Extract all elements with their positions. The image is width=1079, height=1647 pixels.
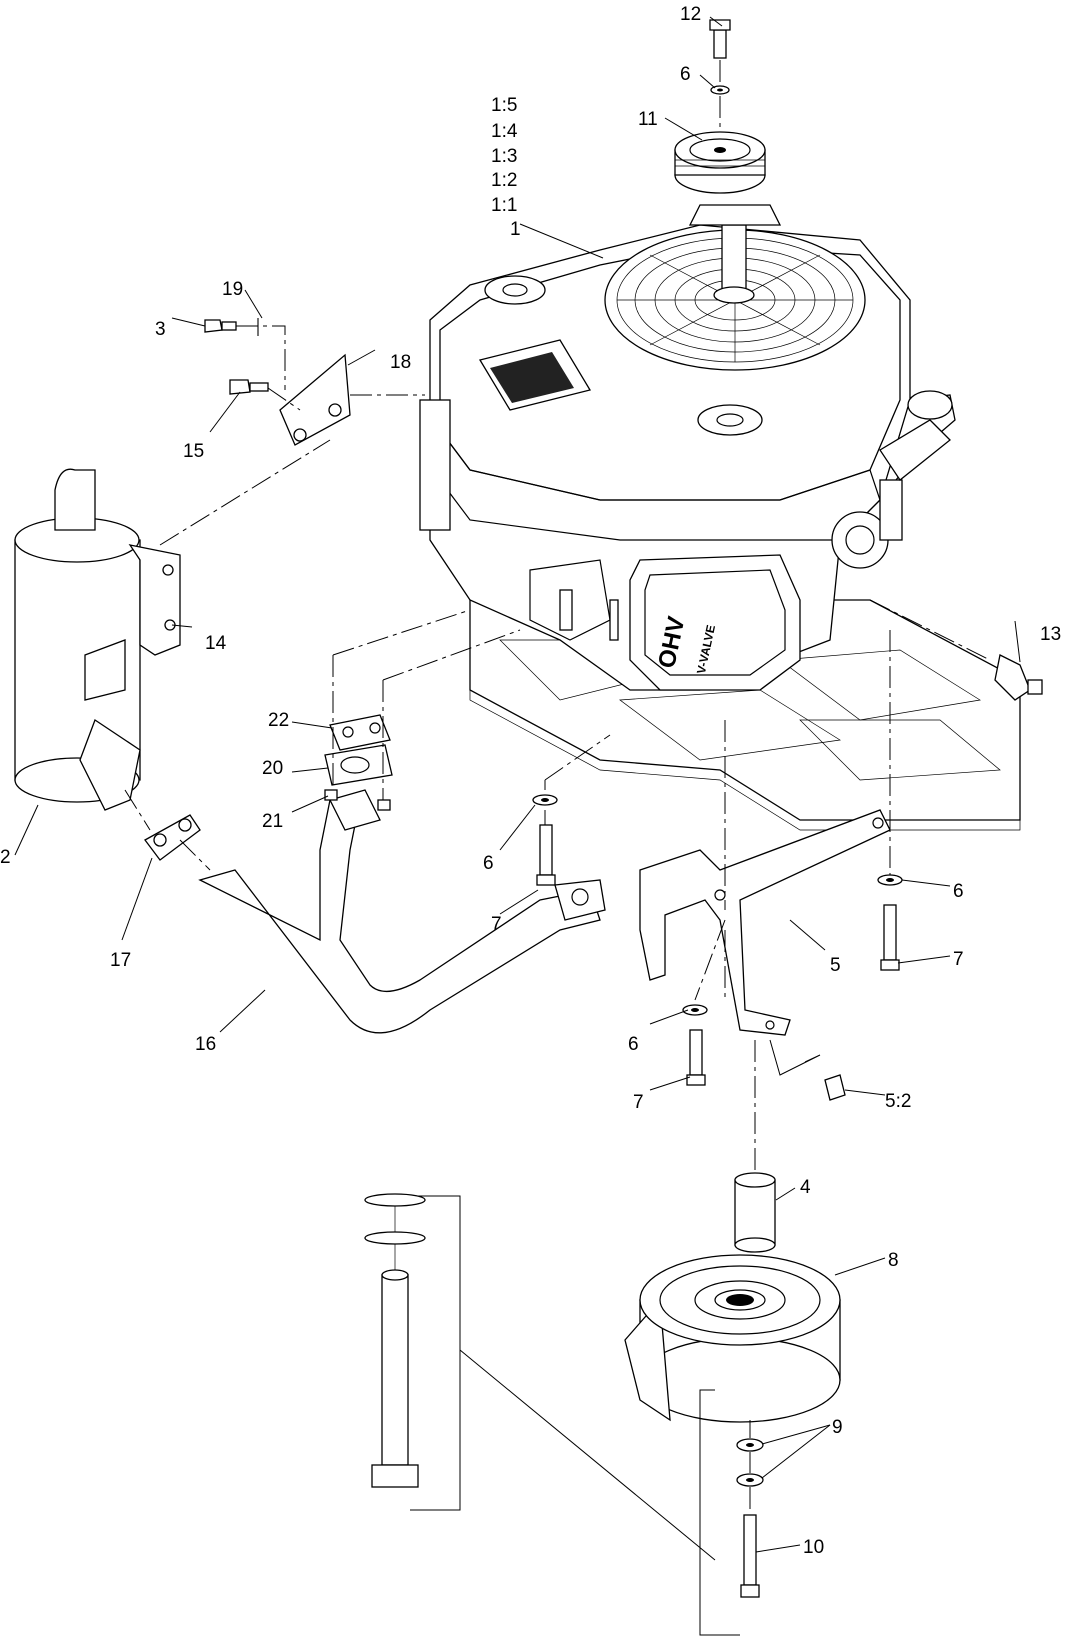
callout-1-3: 1:3 <box>491 146 517 167</box>
callout-16: 16 <box>195 1034 216 1055</box>
washer-9-b <box>736 1473 764 1487</box>
bracket-5 <box>639 809 891 1036</box>
nut-21 <box>324 789 391 811</box>
bolt-15 <box>229 379 269 395</box>
screw-12 <box>709 19 731 59</box>
clamp-17 <box>144 814 201 861</box>
callout-6-left: 6 <box>483 853 494 874</box>
callout-10: 10 <box>803 1537 824 1558</box>
part-5-2 <box>824 1074 846 1101</box>
callout-1-4: 1:4 <box>491 121 518 142</box>
callout-15: 15 <box>183 441 204 462</box>
callout-18: 18 <box>390 352 411 373</box>
bolt-7-right <box>880 904 900 971</box>
callout-17: 17 <box>110 950 131 971</box>
callout-6-right: 6 <box>953 881 964 902</box>
spacer-4 <box>734 1172 776 1253</box>
callout-1-2: 1:2 <box>491 170 517 191</box>
washer-6-mid <box>682 1004 708 1016</box>
callout-5: 5 <box>830 955 841 976</box>
pulley-11 <box>674 131 766 194</box>
bolt-10 <box>740 1514 760 1598</box>
washer-6-right <box>877 874 903 886</box>
callout-12: 12 <box>680 4 701 25</box>
callout-7-left: 7 <box>491 914 502 935</box>
callout-13: 13 <box>1040 624 1061 645</box>
bolt-3 <box>204 319 237 333</box>
engine: OHV V-VALVE <box>419 204 956 691</box>
leader-lines <box>14 16 1021 1553</box>
callout-2: 2 <box>0 847 11 868</box>
callout-7-mid: 7 <box>633 1092 644 1113</box>
washer-6-left <box>532 794 558 806</box>
callout-7-right: 7 <box>953 949 964 970</box>
callout-1-1: 1:1 <box>491 195 517 216</box>
washer-9-a <box>736 1438 764 1452</box>
callout-3: 3 <box>155 319 166 340</box>
kit-group <box>364 1193 740 1636</box>
callout-6-top: 6 <box>680 64 691 85</box>
callout-21: 21 <box>262 811 283 832</box>
callout-14: 14 <box>205 633 227 654</box>
fitting-13 <box>994 654 1043 701</box>
gasket-20 <box>324 744 393 786</box>
callout-22: 22 <box>268 710 289 731</box>
gasket-22 <box>329 714 391 751</box>
callouts: 12 6 11 1:5 1:4 1:3 1:2 1:1 1 19 3 18 15… <box>0 4 1061 1558</box>
bolt-7-left <box>536 824 556 886</box>
callout-20: 20 <box>262 758 283 779</box>
callout-9: 9 <box>832 1417 843 1438</box>
callout-19: 19 <box>222 279 243 300</box>
muffler-bracket-18 <box>279 353 351 446</box>
breakline-5 <box>769 1039 821 1076</box>
exhaust-pipe-16 <box>198 789 606 1034</box>
clutch-8 <box>624 1254 841 1423</box>
callout-1-5: 1:5 <box>491 95 517 116</box>
callout-4: 4 <box>800 1177 811 1198</box>
bolt-7-mid <box>686 1029 706 1086</box>
muffler-2 <box>14 468 181 811</box>
callout-11: 11 <box>638 109 658 130</box>
callout-1: 1 <box>510 219 521 240</box>
callout-6-mid: 6 <box>628 1034 639 1055</box>
washer-6-top <box>710 85 730 95</box>
callout-8: 8 <box>888 1250 899 1271</box>
callout-5-2: 5:2 <box>885 1091 911 1112</box>
